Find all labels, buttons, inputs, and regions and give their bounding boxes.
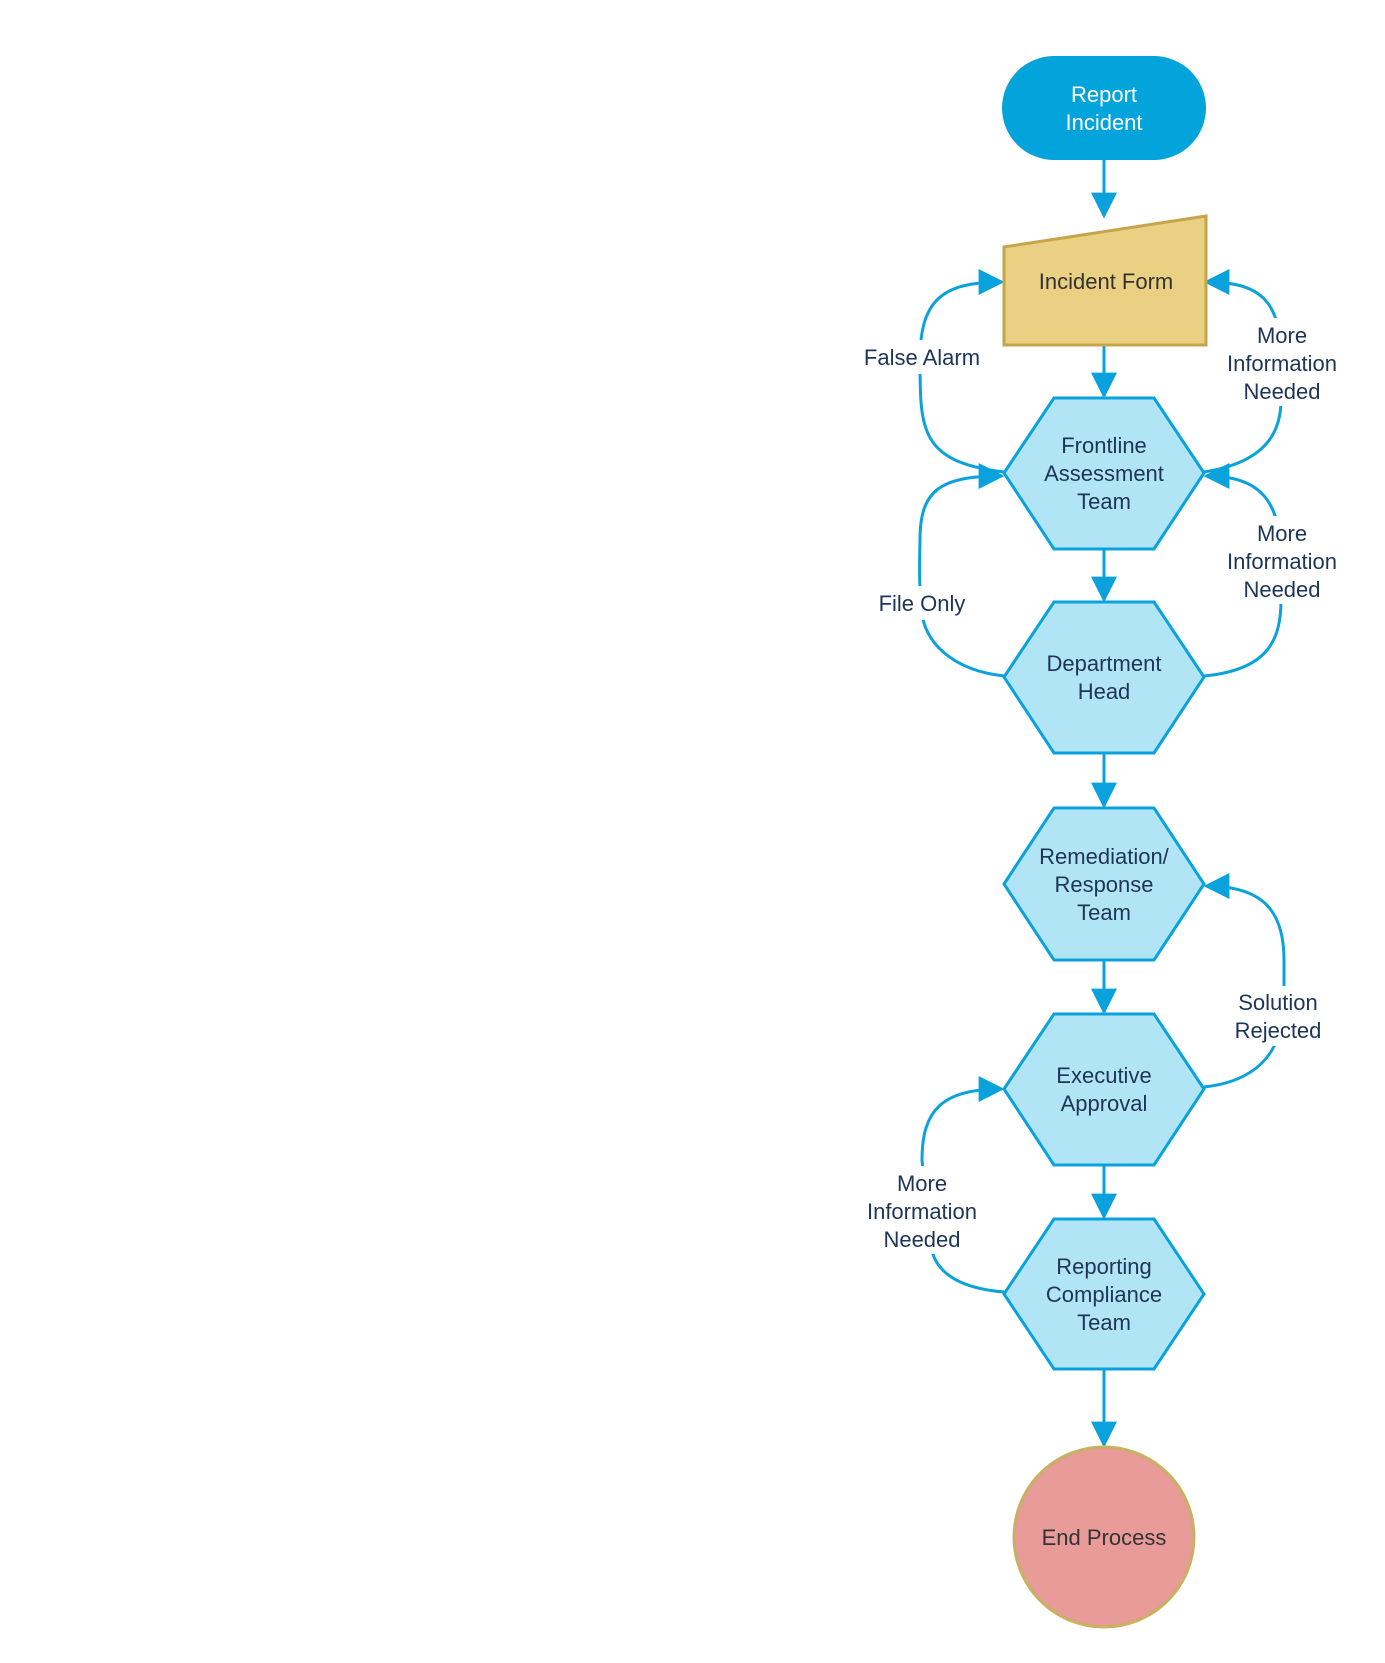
- label-line: Remediation/: [1039, 844, 1170, 869]
- hexagon-shape: [1002, 396, 1206, 551]
- edge-file-only: [918, 463, 1005, 678]
- label-line: End Process: [1042, 1525, 1167, 1550]
- node-label: End Process: [1042, 1525, 1167, 1550]
- label-line: False Alarm: [864, 345, 980, 370]
- label-line: More: [1257, 521, 1307, 546]
- label-line: Rejected: [1235, 1018, 1322, 1043]
- label-line: Needed: [883, 1227, 960, 1252]
- hexagon-shape: [1002, 600, 1206, 755]
- label-line: Incident: [1065, 110, 1142, 135]
- edge-more-info-reporting-to-executive: [920, 1076, 1005, 1294]
- node-incident-form: Incident Form: [1002, 214, 1208, 347]
- label-false-alarm: False Alarm: [856, 340, 988, 374]
- label-background: [1226, 986, 1330, 1046]
- label-line: Needed: [1243, 379, 1320, 404]
- end-circle-shape: [1012, 1445, 1196, 1629]
- label-line: Incident Form: [1039, 269, 1174, 294]
- label-line: Compliance: [1046, 1282, 1162, 1307]
- label-line: Team: [1077, 489, 1131, 514]
- label-line: Report: [1071, 82, 1137, 107]
- terminator-shape: [1002, 56, 1206, 160]
- label-line: More: [897, 1171, 947, 1196]
- label-background: [872, 586, 972, 620]
- label-line: File Only: [879, 591, 966, 616]
- edge-label-text: File Only: [879, 591, 966, 616]
- label-line: Information: [867, 1199, 977, 1224]
- label-line: More: [1257, 323, 1307, 348]
- hexagon-shape: [1002, 806, 1206, 962]
- hexagon-shape: [1002, 1012, 1206, 1167]
- label-background: [1220, 516, 1344, 604]
- node-end-process: End Process: [1012, 1445, 1196, 1629]
- edge-false-alarm: [918, 269, 1005, 474]
- node-label: Incident Form: [1039, 269, 1174, 294]
- label-background: [860, 1166, 984, 1254]
- label-line: Head: [1078, 679, 1131, 704]
- label-line: Reporting: [1056, 1254, 1151, 1279]
- label-line: Frontline: [1061, 433, 1147, 458]
- label-background: [1220, 318, 1344, 406]
- label-line: Response: [1054, 872, 1153, 897]
- label-line: Assessment: [1044, 461, 1164, 486]
- label-line: Needed: [1243, 577, 1320, 602]
- edge-label-text: False Alarm: [864, 345, 980, 370]
- label-line: Information: [1227, 549, 1337, 574]
- label-line: Information: [1227, 351, 1337, 376]
- manual-input-shape: [1002, 214, 1208, 347]
- label-line: Solution: [1238, 990, 1318, 1015]
- label-line: Team: [1077, 1310, 1131, 1335]
- label-line: Approval: [1061, 1091, 1148, 1116]
- label-background: [856, 340, 988, 374]
- label-line: Team: [1077, 900, 1131, 925]
- label-file-only: File Only: [872, 586, 972, 620]
- label-line: Executive: [1056, 1063, 1151, 1088]
- hexagon-shape: [1002, 1217, 1206, 1371]
- label-line: Department: [1047, 651, 1162, 676]
